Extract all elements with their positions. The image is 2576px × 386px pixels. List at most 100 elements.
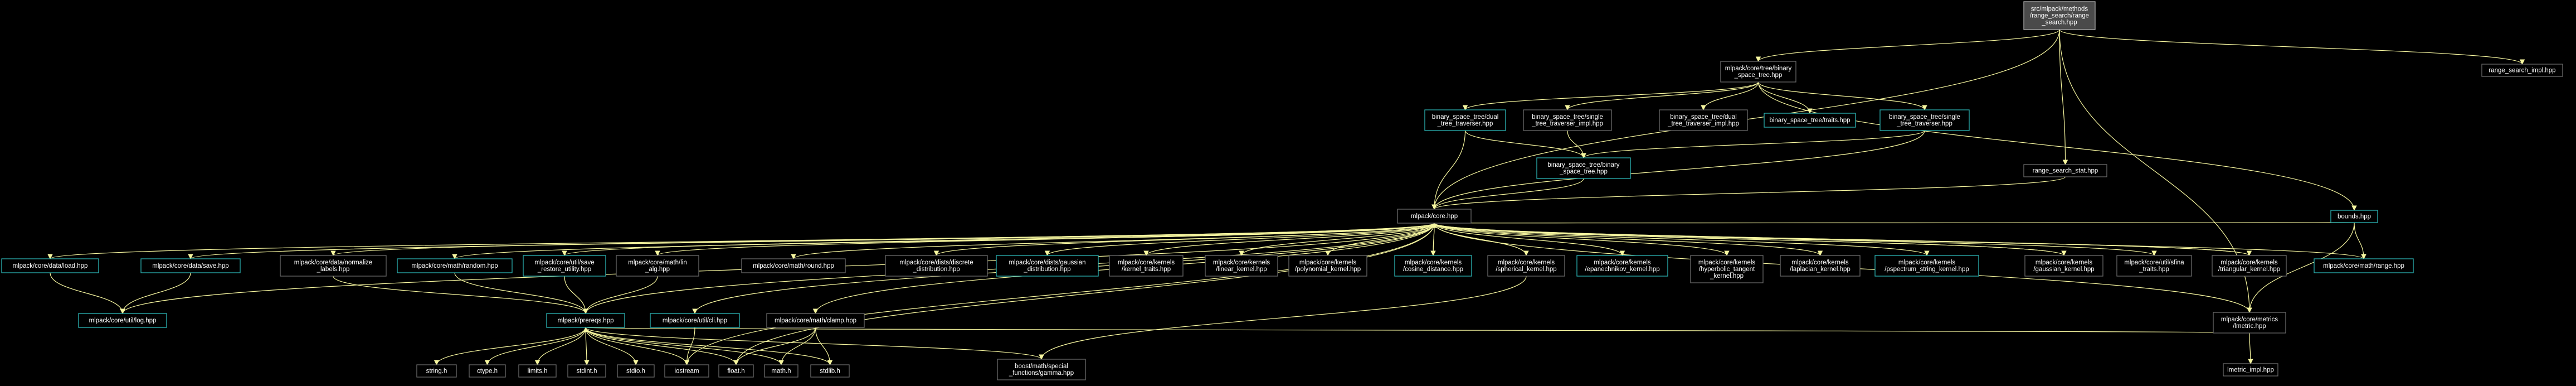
node-label-line: mlpack/core/metrics: [2221, 316, 2278, 323]
node-box: [78, 313, 167, 328]
node-box: [766, 313, 865, 328]
node-label-line: _functions/gamma.hpp: [1009, 370, 1074, 377]
include-edge-cli-to-iostream: [684, 327, 695, 365]
include-edge-lin_alg-to-prereqs: [583, 276, 658, 314]
include-edge-prereqs-to-stdlib_h: [585, 327, 833, 365]
include-edge-range_search_stat-to-core: [1431, 176, 2066, 210]
node-box: [518, 364, 557, 378]
node-label-line: mlpack/core/math/random.hpp: [411, 263, 498, 269]
node-label-line: /triangular_kernel.hpp: [2218, 266, 2280, 273]
include-edge-core-to-kernel_traits: [1143, 223, 1435, 256]
node-label-line: mlpack/core/kernels: [1405, 259, 1462, 266]
node-label-line: /pspectrum_string_kernel.hpp: [1884, 266, 1969, 273]
node-label-line: _tree_traverser.hpp: [1896, 120, 1952, 127]
graph-node-binary-space-tree: mlpack/core/tree/binary_space_tree.hpp: [1720, 61, 1796, 83]
graph-node-polynomial-kernel: mlpack/core/kernels/polynomial_kernel.hp…: [1288, 255, 1367, 277]
node-label-line: src/mlpack/methods: [2031, 6, 2088, 13]
graph-node-save[interactable]: mlpack/core/data/save.hpp: [140, 258, 241, 273]
node-box: [1576, 255, 1668, 277]
node-label-line: mlpack/core.hpp: [1411, 213, 1458, 220]
graph-node-load[interactable]: mlpack/core/data/load.hpp: [1, 258, 99, 273]
include-edge-clamp-to-stdlib_h: [815, 327, 833, 365]
include-edge-prereqs-to-limits_h: [534, 327, 586, 365]
graph-node-dual-traverser[interactable]: binary_space_tree/dual_tree_traverser.hp…: [1424, 109, 1506, 131]
include-edge-bst_inner-to-core: [1431, 178, 1584, 210]
node-box: [397, 258, 513, 273]
graph-node-bst-inner[interactable]: binary_space_tree/binary_space_tree.hpp: [1536, 157, 1631, 179]
node-label-line: _restore_utility.hpp: [537, 266, 591, 273]
node-label-line: mlpack/core/data/load.hpp: [13, 263, 88, 269]
node-label-line: /gaussian_kernel.hpp: [2033, 266, 2094, 273]
node-box: [2212, 255, 2287, 277]
include-edge-core-to-save_restore: [562, 223, 1435, 256]
node-box: [764, 364, 798, 378]
graph-node-gaussian-dist[interactable]: mlpack/core/dists/gaussian_distribution.…: [996, 255, 1099, 277]
graph-node-range-hpp[interactable]: mlpack/core/math/range.hpp: [2314, 258, 2414, 273]
node-box: [997, 359, 1086, 380]
graph-node-normalize-labels: mlpack/core/data/normalize_labels.hpp: [280, 255, 387, 277]
graph-node-log[interactable]: mlpack/core/util/log.hpp: [78, 313, 167, 328]
include-edge-core-to-epanechnikov: [1434, 223, 1625, 256]
graph-node-stdio-h: stdio.h: [617, 364, 655, 378]
node-label-line: _distribution.hpp: [912, 266, 960, 273]
node-label-line: binary_space_tree/single: [1889, 114, 1960, 120]
node-label-line: mlpack/core/util/sfina: [2124, 259, 2184, 266]
node-box: [2023, 164, 2107, 177]
include-edge-dual_traverser-to-core: [1431, 130, 1466, 210]
include-edge-lmetric-to-prereqs: [585, 327, 2250, 334]
node-label-line: _traits.hpp: [2139, 266, 2169, 273]
include-edge-root-to-range_search_impl: [2059, 29, 2525, 65]
graph-node-traits[interactable]: binary_space_tree/traits.hpp: [1764, 113, 1856, 128]
graph-node-gamma: boost/math/special_functions/gamma.hpp: [997, 359, 1086, 380]
graph-node-clamp: mlpack/core/math/clamp.hpp: [766, 313, 865, 328]
node-label-line: binary_space_tree/traits.hpp: [1769, 117, 1850, 124]
graph-node-random[interactable]: mlpack/core/math/random.hpp: [397, 258, 513, 273]
include-edge-save_restore-to-prereqs: [564, 276, 588, 314]
node-box: [810, 364, 850, 378]
graph-node-stdlib-h: stdlib.h: [810, 364, 850, 378]
node-box: [2023, 1, 2096, 30]
node-label-line: mlpack/core/data/save.hpp: [152, 263, 228, 269]
graph-node-epanechnikov[interactable]: mlpack/core/kernels/epanechnikov_kernel.…: [1576, 255, 1668, 277]
node-label-line: float.h: [727, 368, 744, 375]
node-label-line: mlpack/core/kernels: [2036, 259, 2093, 266]
graph-node-cli[interactable]: mlpack/core/util/cli.hpp: [650, 313, 740, 328]
node-label-line: mlpack/core/kernels: [1898, 259, 1956, 266]
include-edge-core-to-lin_alg: [655, 223, 1435, 256]
node-label-line: /laplacian_kernel.hpp: [1790, 266, 1851, 273]
graph-node-sfinae: mlpack/core/util/sfina_traits.hpp: [2116, 255, 2192, 277]
node-box: [1397, 209, 1472, 224]
node-box: [1, 258, 99, 273]
node-label-line: mlpack/core/util/cli.hpp: [663, 317, 727, 324]
include-edge-prereqs-to-float_h: [585, 327, 739, 365]
node-label-line: /kernel_traits.hpp: [1122, 266, 1171, 273]
graph-node-pspectrum[interactable]: mlpack/core/kernels/pspectrum_string_ker…: [1874, 255, 1979, 277]
graph-node-prereqs[interactable]: mlpack/prereqs.hpp: [546, 313, 625, 328]
graph-node-single-traverser[interactable]: binary_space_tree/single_tree_traverser.…: [1879, 109, 1970, 131]
include-edge-prereqs-to-stdio_h: [585, 327, 639, 365]
node-label-line: /epanechnikov_kernel.hpp: [1585, 266, 1659, 273]
node-box: [1780, 255, 1861, 277]
node-label-line: mlpack/core/tree/binary: [1725, 65, 1792, 72]
node-box: [523, 255, 606, 277]
node-label-line: /spherical_kernel.hpp: [1496, 266, 1556, 273]
graph-node-float-h: float.h: [718, 364, 754, 378]
node-label-line: _distribution.hpp: [1023, 266, 1070, 273]
edge-layer: [47, 29, 2525, 365]
include-edge-binary_space_tree-to-single_traverser_impl: [1565, 81, 1759, 110]
node-box: [2481, 64, 2563, 77]
node-box: [1205, 255, 1278, 277]
node-label-line: /linear_kernel.hpp: [1216, 266, 1267, 273]
node-box: [650, 313, 740, 328]
graph-node-root: src/mlpack/methods/range_search/range_se…: [2023, 1, 2096, 30]
graph-node-bounds[interactable]: bounds.hpp: [2330, 210, 2378, 223]
graph-node-cosine-distance[interactable]: mlpack/core/kernels/cosine_distance.hpp: [1394, 255, 1472, 277]
graph-node-linear-kernel: mlpack/core/kernels/linear_kernel.hpp: [1205, 255, 1278, 277]
node-label-line: _space_tree.hpp: [1734, 72, 1783, 79]
node-label-line: mlpack/core/kernels: [1698, 259, 1756, 266]
node-box: [546, 313, 625, 328]
node-box: [1879, 109, 1970, 131]
graph-node-save-restore[interactable]: mlpack/core/util/save_restore_utility.hp…: [523, 255, 606, 277]
node-label-line: lmetric_impl.hpp: [2227, 367, 2274, 374]
